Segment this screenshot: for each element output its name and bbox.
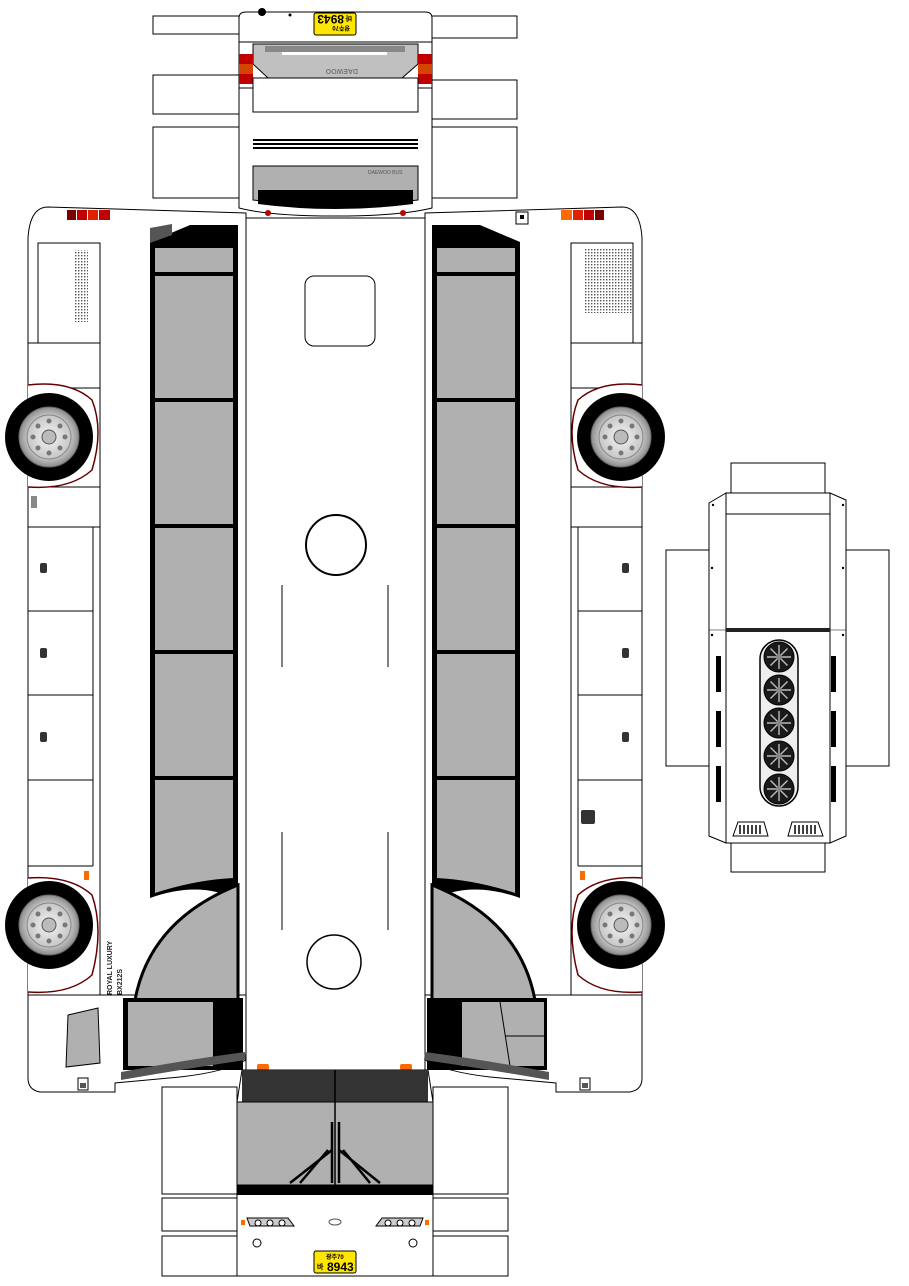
luggage-handle-icon [40,563,47,573]
engine-vent-grille-icon [584,248,632,313]
wheel-icon [576,880,666,970]
front-emblem-icon [328,1218,342,1226]
headlight-left-icon [241,1217,295,1227]
plate-mark: 바 [317,1262,324,1271]
vent-grille-icon [732,821,824,837]
glue-tab [432,1235,509,1277]
luggage-handle-icon [622,732,629,742]
plate-region: 광주70 [326,1253,344,1261]
luggage-handle-icon [622,648,629,658]
fuel-cap-icon [581,810,595,824]
glue-tab [430,79,518,120]
roof-vent-icon [306,934,362,990]
rear-camera-icon [258,8,266,16]
rear-logo: DAEWOO [325,67,358,74]
glue-tab [152,126,240,199]
glue-tab [161,1197,238,1232]
plate-number: 8943 [317,12,344,26]
tail-light [67,210,76,220]
plate-mark: 바 [345,14,352,23]
headlight-right-icon [375,1217,429,1227]
glue-tab [730,842,826,873]
plate-region: 광주70 [332,24,350,32]
luggage-handle-icon [622,563,629,573]
glue-tab [845,549,890,767]
glue-tab [730,462,826,494]
rear-license-plate: 광주70 바 8943 [313,12,357,36]
wheel-icon [4,392,94,482]
glue-tab [161,1086,238,1195]
radiator-fan-icon [763,641,795,673]
left-windows [121,224,246,1080]
roof-ac-unit-piece [665,462,890,873]
front-license-plate: 광주70 바 8943 [313,1250,357,1274]
glue-tab [430,126,518,199]
engine-vent-grille-icon [74,250,88,322]
glue-tab [161,1235,238,1277]
rear-panel: 광주70 바 8943 DAEWOO [152,8,518,217]
side-model-name: ROYAL LUXURY [107,940,114,995]
side-marker-light [580,871,585,880]
radiator-fan-icon [763,773,795,805]
side-marker-light [84,871,89,880]
fog-light-icon [252,1238,262,1248]
rear-vent-lines [253,139,418,149]
right-windows [424,225,549,1080]
radiator-fan-icon [763,674,795,706]
roof-panel [245,217,426,1071]
glue-tab [665,549,711,767]
glue-tab [152,74,240,115]
rear-badge: DAEWOO BUS [368,170,403,176]
luggage-handle-icon [40,648,47,658]
glue-tab [432,1086,509,1195]
radiator-fan-icon [763,707,795,739]
side-model-code: BX212S [117,969,124,995]
fog-light-icon [408,1238,418,1248]
glue-tab [432,1197,509,1232]
glue-tab [430,15,518,39]
roof-hatch-icon [304,275,376,347]
wheel-icon [576,392,666,482]
front-panel: 광주70 바 8943 [161,1069,509,1277]
rear-tail-lights-left [239,54,253,84]
glue-tab [152,15,240,35]
plate-number: 8943 [327,1260,354,1274]
wiper-blades [289,1122,381,1184]
roof-vent-icon [305,514,367,576]
luggage-handle-icon [40,732,47,742]
radiator-fan-icon [763,740,795,772]
rear-tail-lights-right [418,54,432,84]
wheel-icon [4,880,94,970]
